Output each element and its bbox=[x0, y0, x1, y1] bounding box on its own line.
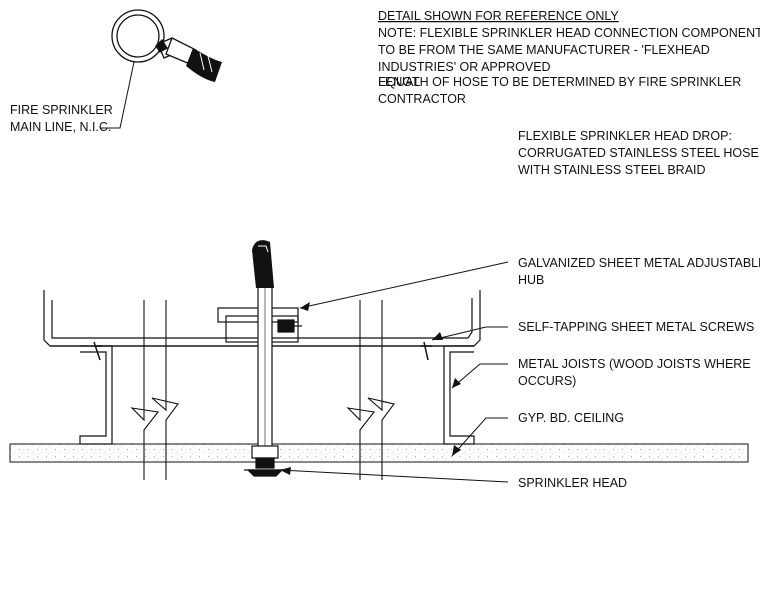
hub-label-2: HUB bbox=[518, 273, 544, 287]
leader-ceiling bbox=[451, 417, 508, 457]
sheet-metal-screw-right bbox=[420, 341, 432, 361]
gyp-board-ceiling bbox=[9, 443, 749, 463]
note-line-3: INDUSTRIES' OR APPROVED bbox=[378, 60, 551, 74]
main-line-label-2: MAIN LINE, N.I.C. bbox=[10, 120, 111, 134]
hub-label-1: GALVANIZED SHEET METAL ADJUSTABLE bbox=[518, 256, 760, 270]
hose-label-1: FLEXIBLE SPRINKLER HEAD DROP: bbox=[518, 129, 732, 143]
sprinkler-head-label: SPRINKLER HEAD bbox=[518, 476, 627, 490]
flexible-hose-drop bbox=[252, 240, 274, 449]
metal-joist-left bbox=[79, 345, 113, 445]
sheet-metal-screw-left bbox=[93, 341, 102, 361]
joists-label-2: OCCURS) bbox=[518, 374, 576, 388]
note-line-2: TO BE FROM THE SAME MANUFACTURER - 'FLEX… bbox=[378, 43, 710, 57]
arrowheads bbox=[280, 302, 461, 475]
joist-break-left bbox=[130, 300, 179, 480]
note-line-1: NOTE: FLEXIBLE SPRINKLER HEAD CONNECTION… bbox=[378, 26, 760, 40]
leader-main-line bbox=[100, 61, 135, 129]
main-line-pipe bbox=[111, 9, 197, 65]
note-overlap: EQUAL bbox=[378, 75, 420, 89]
joists-label-1: METAL JOISTS (WOOD JOISTS WHERE bbox=[518, 357, 751, 371]
note-line-4: LENGTH OF HOSE TO BE DETERMINED BY FIRE … bbox=[378, 75, 741, 89]
leader-head bbox=[279, 469, 509, 483]
ceiling-label: GYP. BD. CEILING bbox=[518, 411, 624, 425]
note-line-5: CONTRACTOR bbox=[378, 92, 466, 106]
hose-label-2: CORRUGATED STAINLESS STEEL HOSE bbox=[518, 146, 759, 160]
joist-break-right bbox=[346, 300, 395, 480]
main-line-label-1: FIRE SPRINKLER bbox=[10, 103, 113, 117]
leader-hub bbox=[299, 261, 509, 309]
hose-label-3: WITH STAINLESS STEEL BRAID bbox=[518, 163, 706, 177]
sprinkler-head bbox=[244, 445, 286, 477]
leader-screws bbox=[431, 326, 508, 341]
screws-label: SELF-TAPPING SHEET METAL SCREWS bbox=[518, 320, 754, 334]
notes-heading: DETAIL SHOWN FOR REFERENCE ONLY bbox=[378, 9, 619, 23]
leaders bbox=[279, 261, 509, 483]
flexible-hose-top bbox=[186, 48, 222, 82]
metal-joist-right bbox=[443, 345, 475, 445]
leader-joists bbox=[451, 363, 508, 389]
